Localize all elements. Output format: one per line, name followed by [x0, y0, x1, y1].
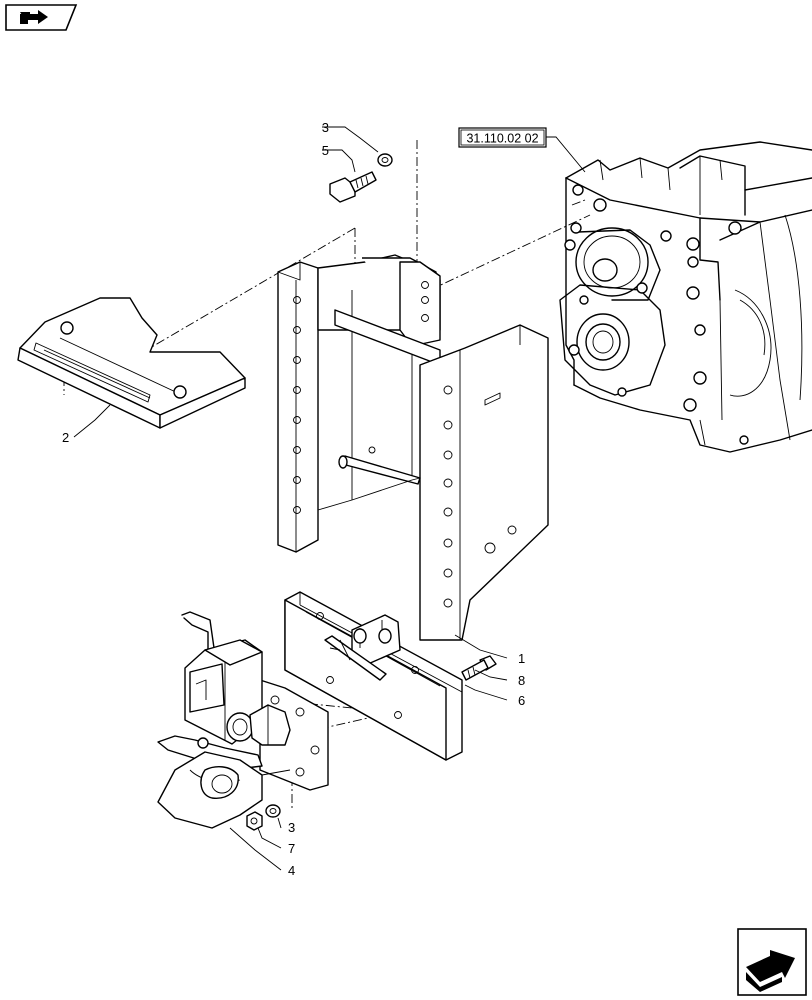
reference-box[interactable]: 31.110.02 02	[458, 127, 547, 148]
washer-bottom	[265, 804, 281, 818]
callout-8: 8	[518, 673, 525, 688]
drawbar-frame	[277, 254, 549, 641]
hitch-assembly	[157, 611, 329, 829]
book-arrow-icon[interactable]	[5, 4, 78, 31]
bolt-8	[461, 655, 497, 681]
callout-4: 4	[288, 863, 295, 878]
nut-bottom	[246, 811, 263, 831]
next-page-arrow-icon[interactable]	[737, 928, 807, 996]
callout-labels: 3 5 2 1 8 6 3 7 4	[62, 120, 525, 878]
callout-3-top: 3	[322, 120, 329, 135]
slide-block	[284, 591, 463, 761]
callout-5: 5	[322, 143, 329, 158]
callout-7: 7	[288, 841, 295, 856]
callout-leaders	[73, 126, 508, 871]
reference-label: 31.110.02 02	[466, 132, 538, 146]
washer-top	[377, 153, 393, 167]
callout-6: 6	[518, 693, 525, 708]
callout-3-bottom: 3	[288, 820, 295, 835]
cover-plate	[17, 297, 246, 429]
reference-leader	[546, 136, 586, 173]
bolt-top	[329, 171, 377, 203]
callout-2: 2	[62, 430, 69, 445]
gearbox-housing	[559, 141, 812, 453]
callout-1: 1	[518, 651, 525, 666]
